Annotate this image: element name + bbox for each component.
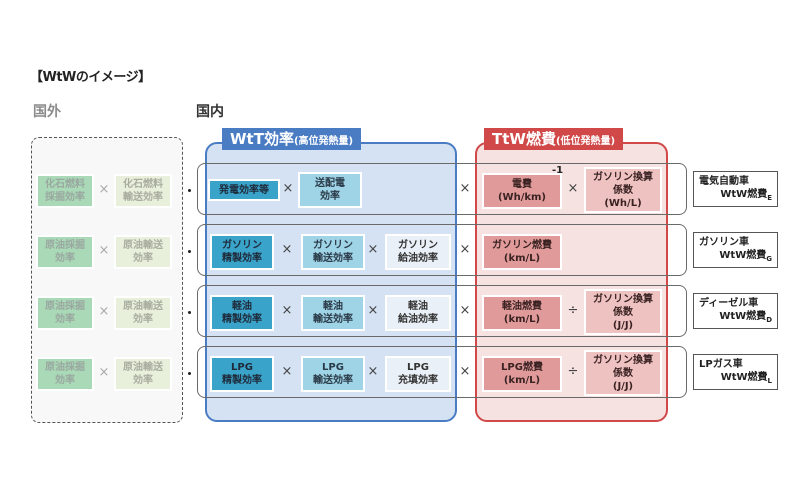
multiply-operator: × [281, 242, 293, 257]
multiply-operator: × [98, 304, 110, 319]
wtt-transmission-box: 送配電効率 [298, 172, 362, 208]
multiply-operator: × [367, 242, 379, 257]
ttw-conversion-factor-box: ガソリン換算係数(Wh/L) [584, 167, 662, 213]
abroad-extraction-box: 原油採掘効率 [36, 235, 94, 269]
vehicle-type-label: LPガス車 [699, 359, 743, 370]
connector-dot [188, 372, 191, 375]
multiply-operator: × [459, 364, 471, 379]
inverse-superscript: -1 [552, 165, 564, 176]
wtt-refining-box: ガソリン精製効率 [210, 234, 274, 270]
multiply-operator: × [282, 181, 294, 196]
abroad-extraction-box: 原油採掘効率 [36, 296, 94, 330]
ttw-fuel-economy-box: 電費(Wh/km) [482, 173, 562, 209]
ttw-fuel-economy-box: ガソリン燃費(km/L) [482, 234, 562, 270]
wtw-fuel-economy-label: WtW燃費D [699, 310, 772, 327]
ttw-label: TtW燃費 [492, 130, 556, 148]
abroad-transport-box: 原油輸送効率 [114, 235, 172, 269]
ttw-conversion-factor-box: ガソリン換算係数(J/J) [584, 289, 662, 335]
wtw-label-text: WtW燃費 [719, 311, 767, 322]
connector-dot [188, 189, 191, 192]
wtw-subscript: D [766, 316, 772, 324]
ttw-conversion-factor-box: ガソリン換算係数(J/J) [584, 350, 662, 396]
ttw-operator: × [567, 181, 579, 196]
diagram-title: 【WtWのイメージ】 [30, 70, 151, 85]
wtw-label-text: WtW燃費 [719, 250, 767, 261]
vehicle-type-label: 電気自動車 [699, 176, 749, 187]
wtw-subscript: G [766, 255, 772, 263]
multiply-operator: × [459, 242, 471, 257]
section-label-abroad: 国外 [33, 104, 61, 120]
wtw-fuel-economy-label: WtW燃費L [699, 371, 772, 388]
ttw-fuel-economy-box: LPG燃費(km/L) [482, 356, 562, 392]
multiply-operator: × [459, 181, 471, 196]
row-frame [197, 346, 687, 398]
wtw-subscript: L [767, 377, 772, 385]
ttw-header: TtW燃費(低位発熱量) [484, 128, 624, 150]
multiply-operator: × [98, 365, 110, 380]
wtt-fueling-box: ガソリン給油効率 [385, 234, 451, 270]
ttw-operator: ÷ [567, 303, 579, 318]
abroad-transport-box: 化石燃料輸送効率 [114, 174, 172, 208]
abroad-extraction-box: 化石燃料採掘効率 [36, 174, 94, 208]
connector-dot [188, 250, 191, 253]
ttw-sub: (低位発熱量) [555, 136, 616, 147]
multiply-operator: × [98, 182, 110, 197]
multiply-operator: × [459, 303, 471, 318]
connector-dot [188, 311, 191, 314]
multiply-operator: × [98, 243, 110, 258]
abroad-transport-box: 原油輸送効率 [114, 357, 172, 391]
abroad-extraction-box: 原油採掘効率 [36, 357, 94, 391]
multiply-operator: × [281, 303, 293, 318]
wtt-transport-box: ガソリン輸送効率 [301, 234, 365, 270]
wtt-transport-box: 軽油輸送効率 [301, 295, 365, 331]
wtt-header: WtT効率(高位発熱量) [222, 128, 362, 150]
row-frame [197, 224, 687, 276]
wtt-fueling-box: 軽油給油効率 [385, 295, 451, 331]
section-label-domestic: 国内 [196, 104, 224, 120]
wtw-fuel-economy-label: WtW燃費E [699, 188, 772, 205]
vehicle-type-label: ガソリン車 [699, 237, 749, 248]
wtw-label-text: WtW燃費 [720, 372, 768, 383]
wtw-label-text: WtW燃費 [720, 189, 768, 200]
wtt-power-generation-box: 発電効率等 [208, 179, 280, 201]
multiply-operator: × [281, 364, 293, 379]
vehicle-type-label: ディーゼル車 [699, 298, 759, 309]
ttw-operator: ÷ [567, 364, 579, 379]
wtw-subscript: E [767, 194, 772, 202]
wtt-label: WtT効率 [230, 130, 294, 148]
wtw-fuel-economy-label: WtW燃費G [699, 249, 772, 266]
multiply-operator: × [367, 364, 379, 379]
wtt-sub: (高位発熱量) [293, 136, 354, 147]
row-frame [197, 163, 687, 215]
row-frame [197, 285, 687, 337]
wtt-refining-box: 軽油精製効率 [210, 295, 274, 331]
multiply-operator: × [367, 303, 379, 318]
abroad-transport-box: 原油輸送効率 [114, 296, 172, 330]
ttw-fuel-economy-box: 軽油燃費(km/L) [482, 295, 562, 331]
